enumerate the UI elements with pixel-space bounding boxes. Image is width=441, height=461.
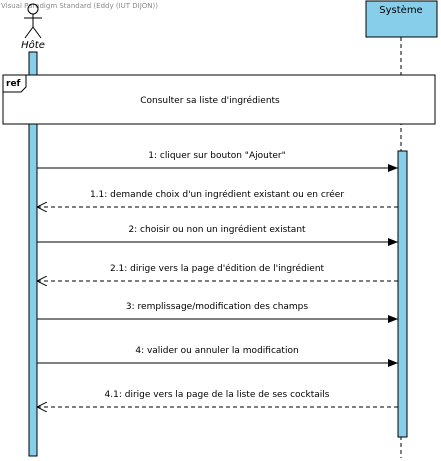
actor-label: Hôte — [21, 39, 45, 51]
ref-frame-tab — [2, 74, 27, 93]
system-label: Système — [379, 4, 422, 16]
ref-frame-tag: ref — [6, 79, 21, 89]
message-label-1: 1: cliquer sur bouton "Ajouter" — [148, 151, 285, 161]
messages-group: 1: cliquer sur bouton "Ajouter" 1.1: dema… — [37, 151, 398, 407]
message-label-2: 1.1: demande choix d'un ingrédient exist… — [90, 189, 344, 200]
message-label-7: 4.1: dirige vers la page de la liste de … — [105, 390, 330, 400]
message-label-6: 4: valider ou annuler la modification — [135, 346, 298, 356]
message-label-5: 3: remplissage/modification des champs — [126, 302, 308, 312]
message-label-4: 2.1: dirige vers la page d'édition de l'… — [110, 263, 325, 274]
ref-frame-text: Consulter sa liste d'ingrédients — [140, 95, 280, 106]
system-lifeline-head — [365, 0, 438, 38]
actor-activation-bar — [28, 51, 38, 457]
ref-frame — [2, 74, 436, 125]
system-activation-bar — [397, 150, 408, 438]
message-label-3: 2: choisir ou non un ingrédient existant — [128, 224, 306, 235]
stick-figure-icon — [24, 3, 42, 39]
watermark-text: Visual Paradigm Standard (Eddy (IUT DIJO… — [1, 2, 158, 10]
